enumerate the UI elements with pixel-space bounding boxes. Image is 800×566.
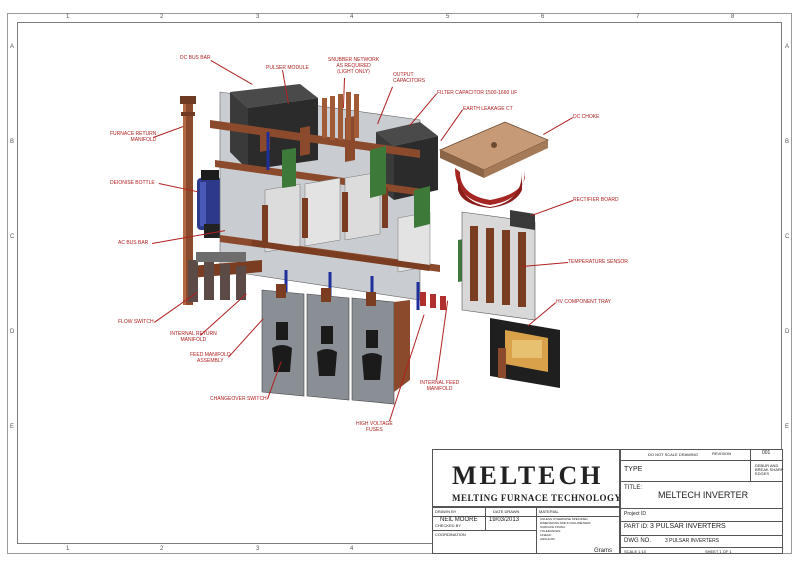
zone-col-1-bottom: 1 (66, 546, 70, 552)
sheet-label: SHEET 1 OF 1 (705, 549, 732, 554)
title-block (432, 449, 783, 554)
part-id-value: 3 PULSAR INVERTERS (650, 523, 726, 530)
high-voltage-fuses (420, 292, 446, 310)
zone-row-b: B (10, 139, 15, 145)
callout-dc-bus-bar: DC BUS BAR (180, 55, 211, 61)
callout-flow-switch: FLOW SWITCH (118, 319, 154, 325)
output-capacitors (264, 171, 431, 273)
callout-earth-leakage-ct: EARTH LEAKAGE CT (463, 106, 513, 112)
zone-row-c-right: C (785, 234, 790, 240)
type-label: TYPE (624, 466, 643, 473)
ac-bus-bar-manifold (188, 252, 262, 302)
zone-col-1: 1 (66, 14, 70, 20)
furnace-return-manifold-pipe (180, 96, 196, 305)
tb-divider-6 (620, 547, 783, 548)
zone-col-3-bottom: 3 (256, 546, 260, 552)
zone-col-4-bottom: 4 (350, 546, 354, 552)
tb-info-vdivider-1 (485, 507, 486, 530)
sheet-border-outer (7, 13, 792, 554)
tb-divider-3 (620, 508, 783, 509)
tolerance-notes: UNLESS OTHERWISE SPECIFIED DIMENSIONS AR… (540, 517, 591, 541)
zone-col-6: 6 (541, 14, 545, 20)
dwg-no-value: 3 PULSAR INVERTERS (665, 538, 720, 544)
callout-internal-feed-manifold: INTERNAL FEED MANIFOLD (420, 380, 460, 392)
dc-choke (439, 121, 549, 208)
type-note: DEBUR AND BREAK SHARP EDGES (755, 463, 784, 476)
revision-label: REVISION (712, 451, 732, 456)
callout-furnace-return-manifold: FURNACE RETURN MANIFOLD (110, 131, 157, 143)
callout-output-capacitors: OUTPUT CAPACITORS (393, 72, 426, 84)
tb-vdivider-type (750, 449, 751, 481)
callout-feed-manifold-assembly: FEED MANIFOLD ASSEMBLY (190, 352, 231, 364)
coordination-label: COORDINATION (435, 532, 466, 537)
logo-cell (432, 449, 620, 507)
zone-col-3: 3 (256, 14, 260, 20)
zone-col-8: 8 (731, 14, 735, 20)
zone-col-5: 5 (446, 14, 450, 20)
grams-label: Grams (594, 548, 612, 554)
title-value: MELTECH INVERTER (658, 490, 749, 500)
tb-info-vdivider-2 (536, 507, 537, 554)
callout-temperature-sensor: TEMPERATURE SENSOR (568, 259, 628, 265)
zone-row-a: A (10, 44, 15, 50)
callout-filter-capacitor: FILTER CAPACITOR 1500-1660 UF (437, 90, 518, 96)
zone-row-e: E (10, 424, 15, 430)
callout-changeover-switch: CHANGEOVER SWITCH (210, 396, 267, 402)
scale-label: SCALE 1:10 (624, 549, 647, 554)
callout-internal-return-manifold: INTERNAL RETURN MANIFOLD (170, 331, 217, 343)
project-id-label: Project ID (624, 511, 646, 517)
snubber-network (322, 92, 359, 140)
tb-divider-4 (620, 521, 783, 522)
callout-high-voltage-fuses: HIGH VOLTAGE FUSES (356, 421, 393, 433)
zone-col-2-bottom: 2 (160, 546, 164, 552)
zone-row-d-right: D (785, 329, 790, 335)
tb-info-divider-1 (432, 516, 620, 517)
rectifier-board (461, 210, 536, 321)
dwg-no-label: DWG NO. (624, 538, 651, 544)
zone-row-a-right: A (785, 44, 790, 50)
callout-pulser-module: PULSER MODULE (266, 65, 309, 71)
zone-col-2: 2 (160, 14, 164, 20)
zone-row-e-right: E (785, 424, 790, 430)
do-not-scale-note: DO NOT SCALE DRAWING (648, 452, 699, 457)
date-drawn-label: DATE DRAWN (493, 509, 520, 514)
meltech-tagline: MELTING FURNACE TECHNOLOGY (452, 493, 622, 503)
callout-rectifier-board: RECTIFIER BOARD (573, 197, 619, 203)
drawn-by-value: NEIL MOORE (440, 517, 478, 523)
meltech-logo: MELTECH (452, 461, 604, 490)
date-drawn-value: 19/03/2013 (489, 517, 520, 523)
hv-component-tray (490, 318, 560, 388)
checked-by-label: CHECKED BY (435, 523, 462, 528)
tb-divider-5 (620, 535, 783, 536)
callout-snubber-network: SNUBBER NETWORK AS REQUIRED (LIGHT ONLY) (328, 57, 380, 75)
deionise-bottle (197, 170, 223, 238)
zone-row-b-right: B (785, 139, 790, 145)
title-label: TITLE: (624, 485, 643, 491)
callout-hv-component-tray: HV COMPONENT TRAY (556, 299, 612, 305)
zone-col-4: 4 (350, 14, 354, 20)
sheet-border-inner (17, 22, 782, 544)
zone-row-c: C (10, 234, 15, 240)
zone-col-7: 7 (636, 14, 640, 20)
zone-row-d: D (10, 329, 15, 335)
tb-info-divider-2 (432, 530, 536, 531)
capacitor-terminals (251, 188, 431, 271)
callout-ac-bus-bar: AC BUS BAR (118, 240, 149, 246)
changeover-switch-panels (261, 284, 410, 405)
tb-divider-1 (620, 460, 783, 461)
callout-deionise-bottle: DEIONISE BOTTLE (110, 180, 155, 186)
drawn-by-label: DRAWN BY (435, 509, 457, 514)
tb-divider-2 (620, 481, 783, 482)
material-label: MATERIAL (539, 509, 559, 514)
revision-value: 001 (762, 450, 771, 456)
callout-dc-choke: DC CHOKE (573, 114, 600, 120)
part-id-label: PART ID: (624, 524, 649, 530)
title-info-cell (620, 449, 783, 554)
